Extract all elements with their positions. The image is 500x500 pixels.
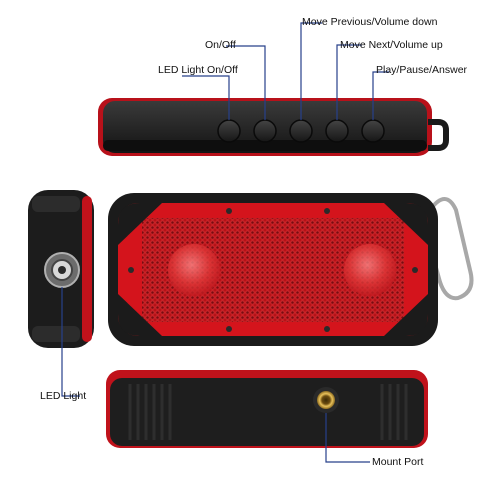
led-light-center (58, 266, 66, 274)
side-red-edge (82, 196, 92, 342)
led-light-button (217, 119, 241, 143)
previous-button (289, 119, 313, 143)
bumper-top-left (118, 203, 162, 245)
bumper-top-right (384, 203, 428, 245)
play-pause-button (361, 119, 385, 143)
leader-mount-port (325, 413, 370, 463)
leader-move-next (336, 44, 362, 120)
speaker-front-view (108, 193, 474, 346)
carabiner-clip (428, 197, 474, 301)
screw (226, 326, 232, 332)
bumper-bottom-left (118, 294, 162, 336)
label-play-pause: Play/Pause/Answer (376, 64, 468, 76)
side-bottom-ridge (32, 326, 80, 342)
leader-move-previous (300, 22, 322, 120)
screw (226, 208, 232, 214)
top-strap-loop (428, 119, 449, 151)
leader-led-on-off (182, 75, 230, 120)
speaker-grill (142, 218, 404, 322)
speaker-side-view (28, 190, 94, 348)
bumper-bottom-right (384, 294, 428, 336)
speaker-top-view (98, 98, 449, 156)
screw (324, 208, 330, 214)
side-top-ridge (32, 196, 80, 212)
bottom-rubber-body (110, 378, 424, 446)
speaker-bottom-view (106, 370, 428, 448)
label-led-light-on-off: LED Light On/Off (158, 64, 238, 76)
label-move-previous: Move Previous/Volume down (302, 16, 438, 28)
right-driver (344, 244, 396, 296)
leader-led-light (61, 287, 80, 397)
label-on-off: On/Off (205, 39, 236, 51)
left-driver (168, 244, 220, 296)
label-move-next: Move Next/Volume up (340, 39, 443, 51)
screw (324, 326, 330, 332)
screw (412, 267, 418, 273)
leader-on-off (226, 45, 266, 120)
label-led-light: LED Light (40, 390, 87, 402)
bottom-ridges (128, 384, 408, 440)
top-bottom-edge (103, 140, 427, 151)
power-button (253, 119, 277, 143)
label-mount-port: Mount Port (372, 456, 424, 468)
next-button (325, 119, 349, 143)
mount-port (317, 391, 335, 409)
top-leader-lines (182, 22, 389, 120)
screw (128, 267, 134, 273)
leader-play-pause (372, 71, 389, 120)
